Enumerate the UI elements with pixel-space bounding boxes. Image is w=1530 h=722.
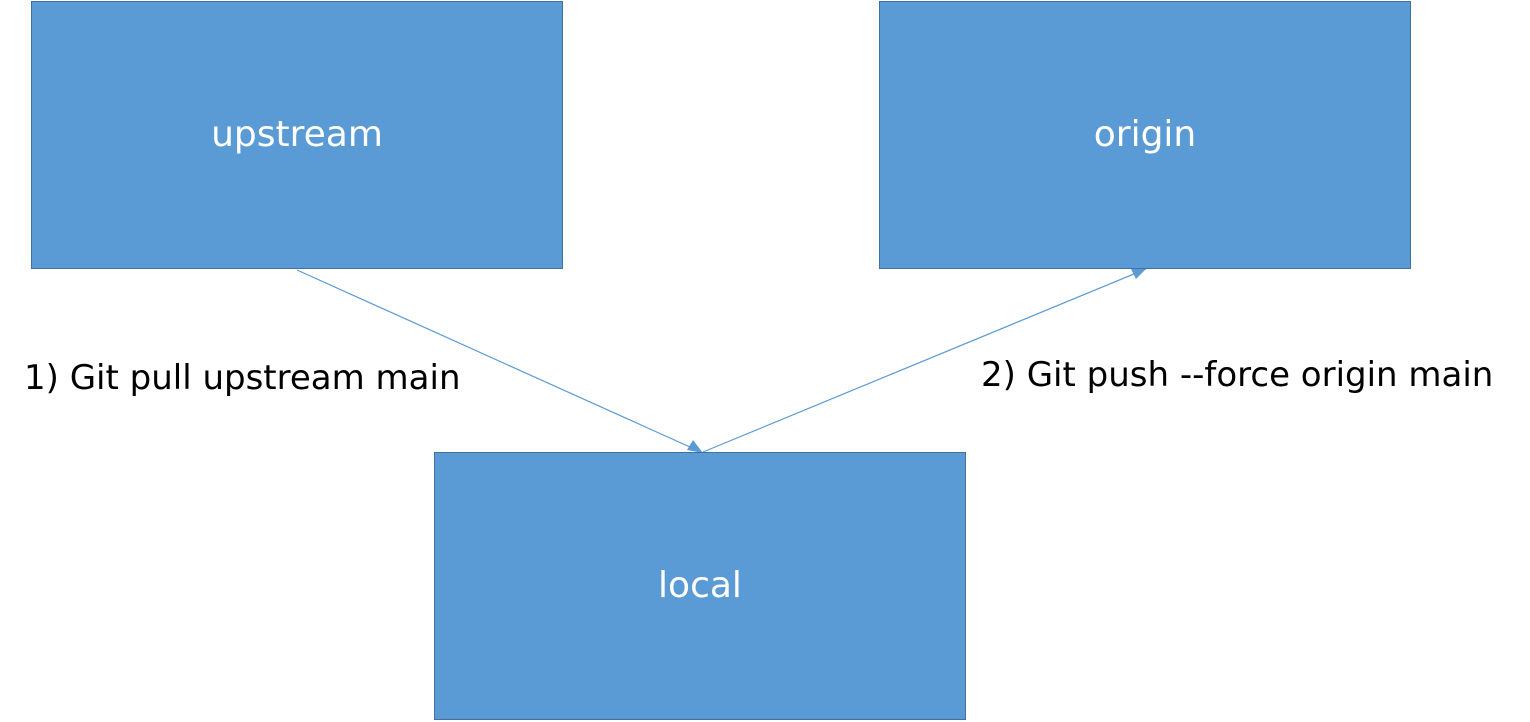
pull-arrowhead bbox=[687, 440, 703, 453]
origin-node-label: origin bbox=[1093, 114, 1197, 155]
push-arrowhead bbox=[1131, 268, 1147, 279]
pull-edge-label: 1) Git pull upstream main bbox=[24, 358, 461, 398]
upstream-node: upstream bbox=[31, 1, 563, 269]
push-edge-label: 2) Git push --force origin main bbox=[981, 355, 1494, 395]
push-arrow-line bbox=[702, 268, 1147, 453]
pull-arrow-line bbox=[296, 269, 702, 453]
local-node: local bbox=[434, 452, 966, 720]
local-node-label: local bbox=[658, 565, 742, 606]
origin-node: origin bbox=[879, 1, 1411, 269]
upstream-node-label: upstream bbox=[211, 114, 383, 155]
